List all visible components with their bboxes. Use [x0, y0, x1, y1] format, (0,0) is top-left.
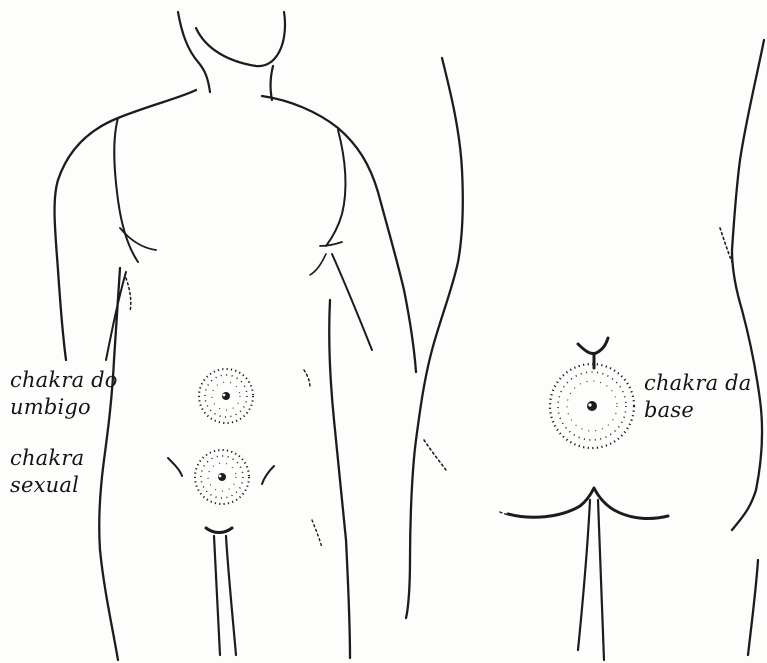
label-chakra-da: chakra da: [644, 371, 752, 396]
label-chakra: chakra: [10, 446, 84, 471]
label-umbigo: umbigo: [10, 395, 91, 420]
label-sexual: sexual: [10, 473, 79, 498]
label-base: base: [644, 398, 694, 423]
label-chakra-do: chakra do: [10, 368, 118, 393]
